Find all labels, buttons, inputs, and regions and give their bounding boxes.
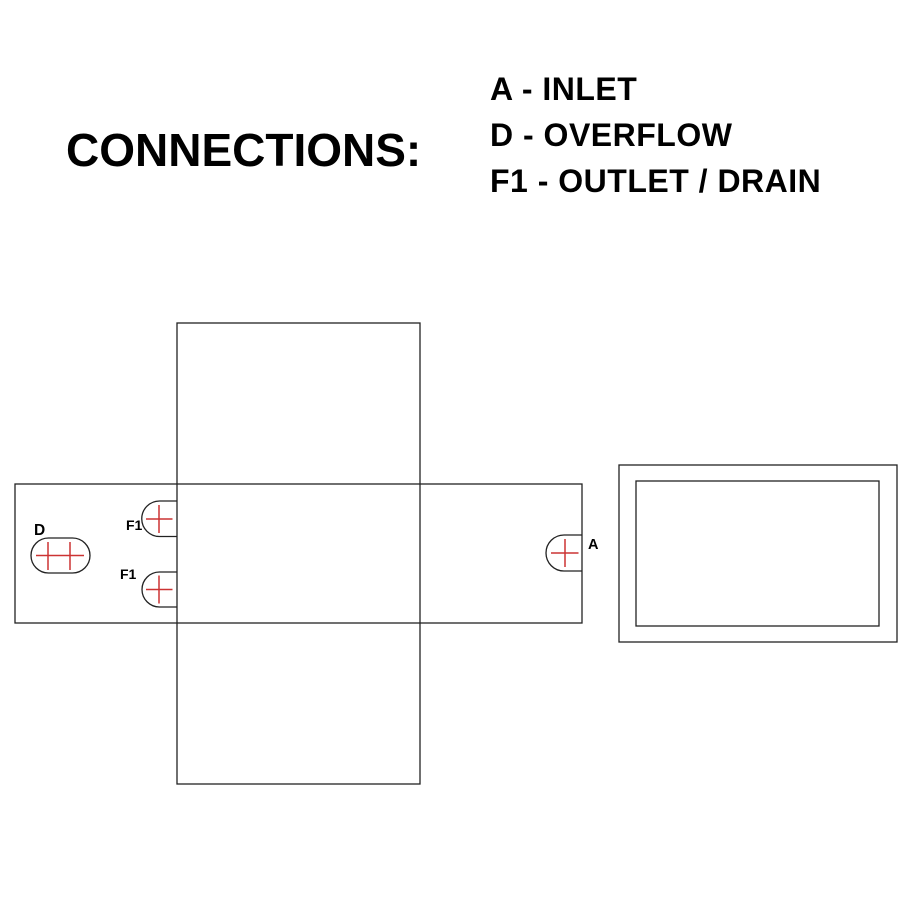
port-f1-upper-outlet: F1 bbox=[126, 500, 177, 538]
port-f1-lower-label: F1 bbox=[120, 566, 137, 582]
tank-vertical-panel bbox=[176, 322, 421, 785]
drill-center-mark-d bbox=[36, 542, 84, 570]
drill-center-mark-f1-lower bbox=[146, 575, 173, 604]
port-d-slot bbox=[30, 537, 91, 574]
port-a-inlet: A bbox=[545, 534, 599, 572]
legend-item-outlet-drain: F1 - OUTLET / DRAIN bbox=[490, 163, 822, 199]
port-a-label: A bbox=[588, 537, 599, 553]
port-f1-upper-slot bbox=[141, 500, 177, 538]
drill-center-mark-f1-upper bbox=[146, 505, 173, 533]
page-title: CONNECTIONS: bbox=[66, 124, 422, 176]
legend: A - INLET D - OVERFLOW F1 - OUTLET / DRA… bbox=[490, 66, 821, 204]
drill-center-mark-a bbox=[551, 539, 579, 567]
port-d-label: D bbox=[34, 522, 45, 539]
port-a-slot bbox=[545, 534, 582, 572]
tank-horizontal-panel bbox=[14, 483, 583, 624]
port-f1-lower-outlet: F1 bbox=[120, 566, 177, 608]
legend-item-inlet: A - INLET bbox=[490, 71, 638, 107]
port-f1-upper-label: F1 bbox=[126, 517, 143, 533]
port-d-overflow: D bbox=[30, 522, 91, 574]
tank-lid-inner bbox=[635, 480, 880, 627]
legend-item-overflow: D - OVERFLOW bbox=[490, 117, 733, 153]
tank-lid-outer bbox=[618, 464, 898, 643]
port-f1-lower-slot bbox=[141, 571, 177, 608]
